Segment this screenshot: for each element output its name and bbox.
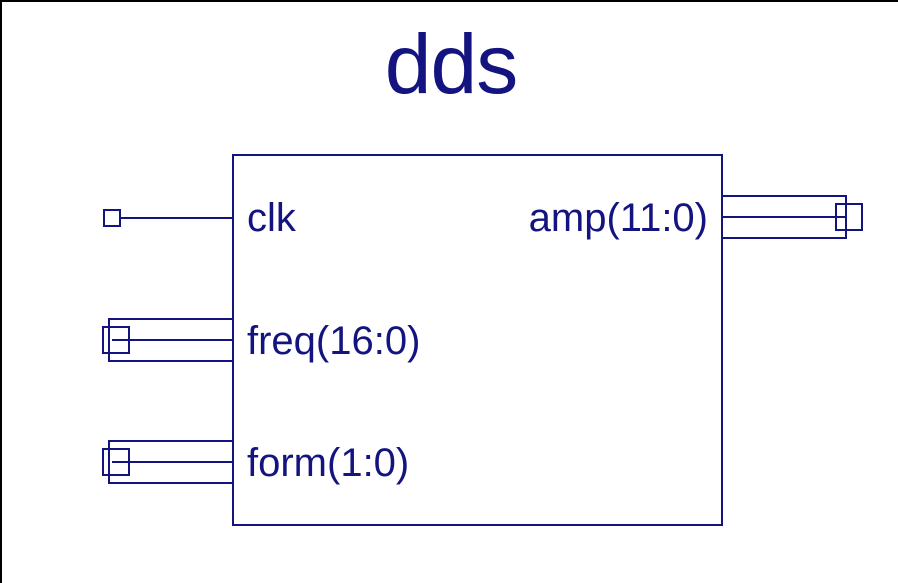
port-terminal-freq[interactable] — [102, 326, 130, 354]
port-wire-amp — [723, 216, 845, 218]
port-terminal-clk[interactable] — [103, 209, 121, 227]
port-wire-form — [112, 461, 234, 463]
port-label-clk: clk — [247, 196, 296, 240]
port-terminal-form[interactable] — [102, 448, 130, 476]
port-wire-clk — [120, 217, 234, 219]
port-label-freq: freq(16:0) — [247, 319, 421, 363]
port-wire-freq — [112, 339, 234, 341]
port-terminal-amp[interactable] — [835, 203, 863, 231]
port-label-amp: amp(11:0) — [528, 196, 708, 240]
diagram-title: dds — [384, 17, 518, 111]
port-label-form: form(1:0) — [247, 441, 410, 485]
port-bus-amp[interactable] — [721, 195, 847, 239]
